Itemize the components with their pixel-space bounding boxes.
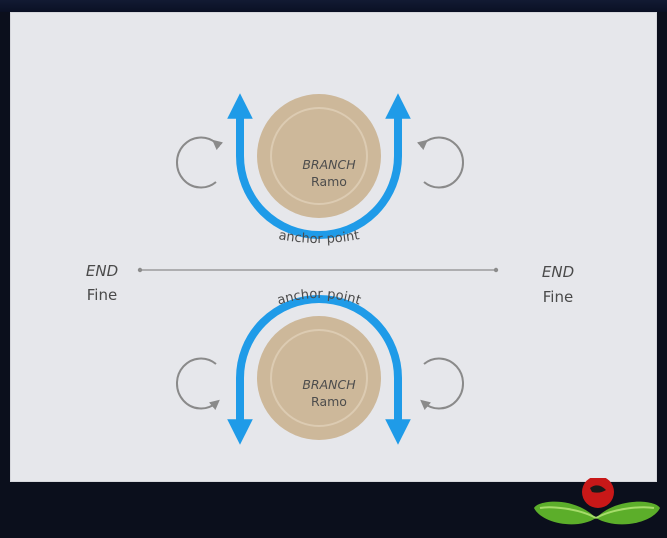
top-right-rotate-counterclockwise-icon <box>416 136 464 189</box>
bottom-anchor-label: anchor point <box>275 287 362 309</box>
right-end-label: END <box>541 263 575 281</box>
top-branch-translation: Ramo <box>311 174 347 189</box>
left-end-label: END <box>85 262 119 280</box>
top-rope-up-arrow-icon <box>227 93 411 239</box>
left-end-translation: Fine <box>86 286 118 304</box>
bottom-rope-down-arrow-icon <box>227 295 411 445</box>
channel-logo-icon <box>534 478 660 525</box>
right-end-dot <box>493 267 499 273</box>
top-branch <box>257 94 381 218</box>
top-anchor-label: anchor point <box>277 228 360 247</box>
bottom-branch-translation: Ramo <box>311 394 347 409</box>
screen-top-border <box>0 0 667 12</box>
bottom-branch-disc <box>257 316 381 440</box>
left-end-dot <box>137 267 143 273</box>
rope-diagram: anchor point anchor point <box>137 93 499 445</box>
bottom-branch-label: BRANCH <box>302 377 356 392</box>
top-branch-disc <box>257 94 381 218</box>
bottom-right-rotate-counterclockwise-icon <box>420 357 464 411</box>
top-left-rotate-clockwise-icon <box>176 136 224 189</box>
bottom-left-rotate-clockwise-icon <box>176 357 220 411</box>
end-line <box>137 267 499 273</box>
slide: anchor point anchor point END Fine END F… <box>10 12 657 482</box>
right-end-translation: Fine <box>542 288 574 306</box>
top-branch-label: BRANCH <box>302 157 356 172</box>
